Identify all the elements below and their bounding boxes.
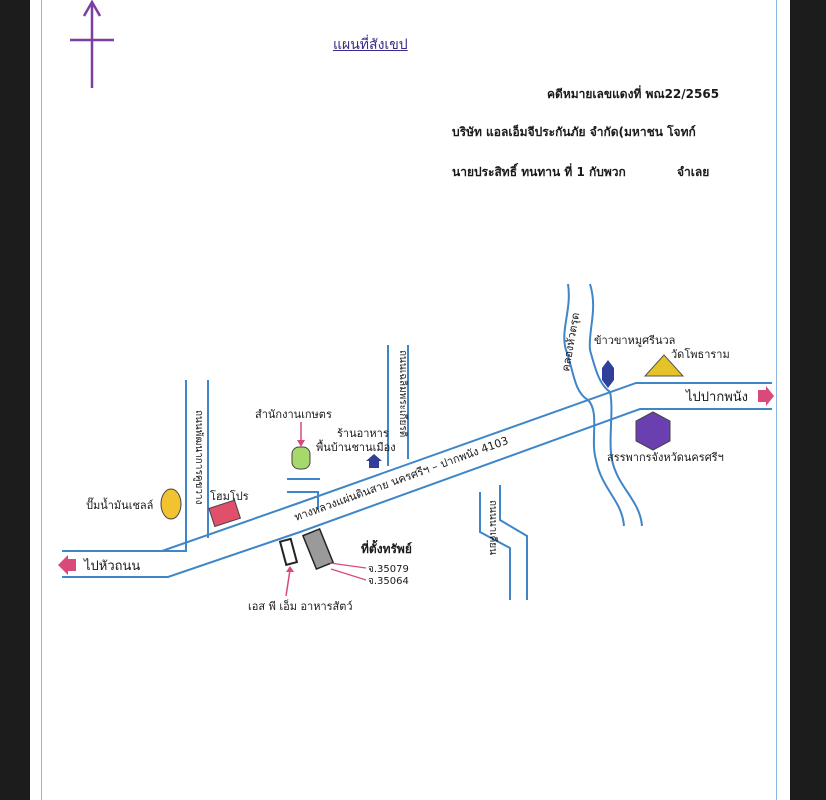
label-road-lower: ถนนนาเคียน [487,500,499,555]
wat-triangle-icon [643,354,685,377]
deed-pointer-2-icon [330,568,367,581]
arrow-right-icon [758,386,774,406]
feed-pointer-icon [285,569,291,597]
label-to-hua-thanon: ไปหัวถนน [83,558,140,574]
agri-pointer-head-icon [297,440,305,447]
map-title: แผนที่สังเขป [333,37,408,53]
label-canal: คลองหัวตรุด [559,311,582,372]
road-lower-lines [479,485,528,600]
label-restaurant-2: พื้นบ้านชานเมือง [316,439,396,454]
property-plot-icon [301,527,335,571]
label-agri-office: สำนักงานเกษตร [255,408,332,421]
feed-pointer-head-icon [286,566,294,572]
label-property: ที่ตั้งทรัพย์ [361,539,412,556]
label-feed-shop: เอส พี เอ็ม อาหารสัตว์ [248,599,353,613]
page-frame [41,0,777,800]
gas-station-icon [160,488,182,520]
arrow-left-icon [58,555,76,575]
road-mid-lines [387,345,409,466]
case-number: คดีหมายเลขแดงที่ พณ22/2565 [547,87,720,101]
label-gas-station: ปั๊มน้ำมันเชลล์ [86,497,153,512]
label-deed-1: จ.35079 [368,564,409,575]
homepro-icon [208,499,242,528]
label-road-left: ถนนพัฒนาการคูขวาง [193,410,204,505]
label-wat: วัดโพธาราม [671,347,730,361]
defendant-name: นายประสิทธิ์ ทนทาน ที่ 1 กับพวก [452,165,626,179]
label-revenue-office: สรรพากรจังหวัดนครศรีฯ [607,451,724,464]
label-restaurant-1: ร้านอาหาร [337,427,389,440]
road-stub [287,478,320,509]
house-icon [366,454,382,468]
rice-shop-hexagon-icon [602,360,614,388]
road-left-lines [162,380,209,552]
label-homepro: โฮมโปร [210,489,249,503]
main-highway [62,382,772,578]
north-arrow-icon [70,0,114,88]
label-to-pak-phanang: ไปปากพนัง [685,389,748,405]
deed-pointer-1-icon [329,562,367,569]
canal-lines [563,283,643,527]
agri-office-icon [291,446,311,470]
label-road-mid: ถนนเฉลิมพระเกียรติ [397,350,409,437]
defendant-role: จำเลย [677,165,710,179]
label-deed-2: จ.35064 [368,576,409,587]
label-rice-shop: ข้าวขาหมูศรีนวล [594,334,675,347]
document-sheet [30,0,790,800]
plaintiff-line: บริษัท แอลเอ็มจีประกันภัย จำกัด(มหาชน โจ… [452,125,696,139]
feed-shop-icon [278,537,299,567]
revenue-hexagon-icon [635,411,671,451]
